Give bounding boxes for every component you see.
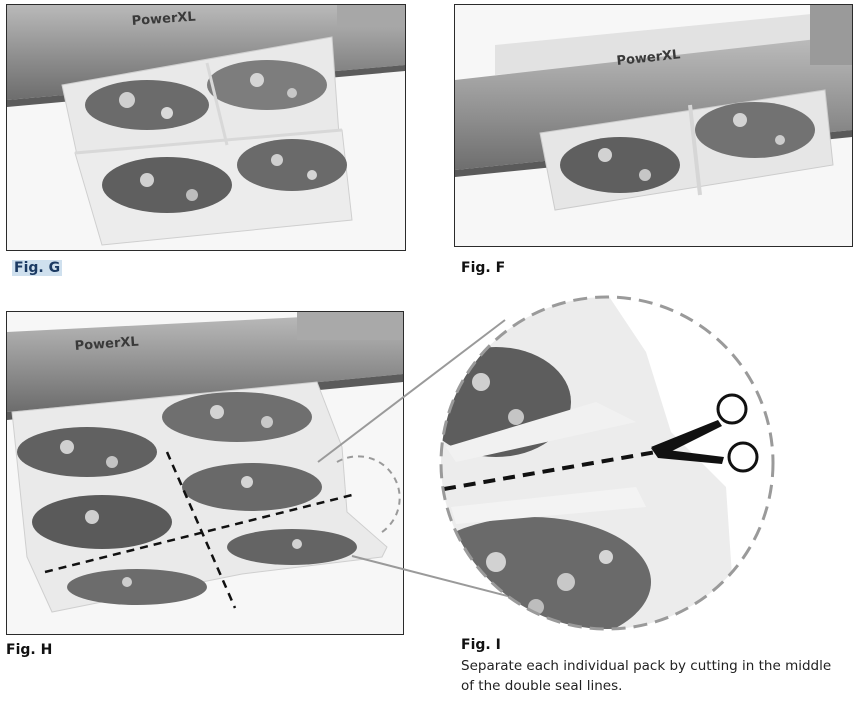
powerxl-logo: PowerXL [616, 47, 681, 69]
figure-h-label: Fig. H [6, 642, 53, 658]
figure-i-caption-line-1: Separate each individual pack by cutting… [461, 658, 832, 674]
figure-g-label: Fig. G [12, 260, 63, 276]
figure-f-photo: PowerXL [454, 4, 853, 247]
zoom-indicator [336, 455, 401, 535]
figure-g-photo: PowerXL [6, 4, 406, 251]
powerxl-logo: PowerXL [74, 335, 139, 354]
figure-h-photo: PowerXL [6, 311, 404, 635]
vacuum-bags [61, 36, 353, 246]
figure-i-label: Fig. I [461, 637, 501, 653]
vacuum-bags [11, 381, 388, 613]
cut-lines [44, 451, 353, 609]
figure-f-label: Fig. F [461, 260, 506, 276]
powerxl-logo: PowerXL [131, 10, 196, 29]
figure-i-caption-line-2: of the double seal lines. [461, 678, 623, 694]
vacuum-bag [539, 89, 834, 211]
scissors-icon [651, 393, 759, 473]
figure-i-zoom [436, 292, 779, 635]
